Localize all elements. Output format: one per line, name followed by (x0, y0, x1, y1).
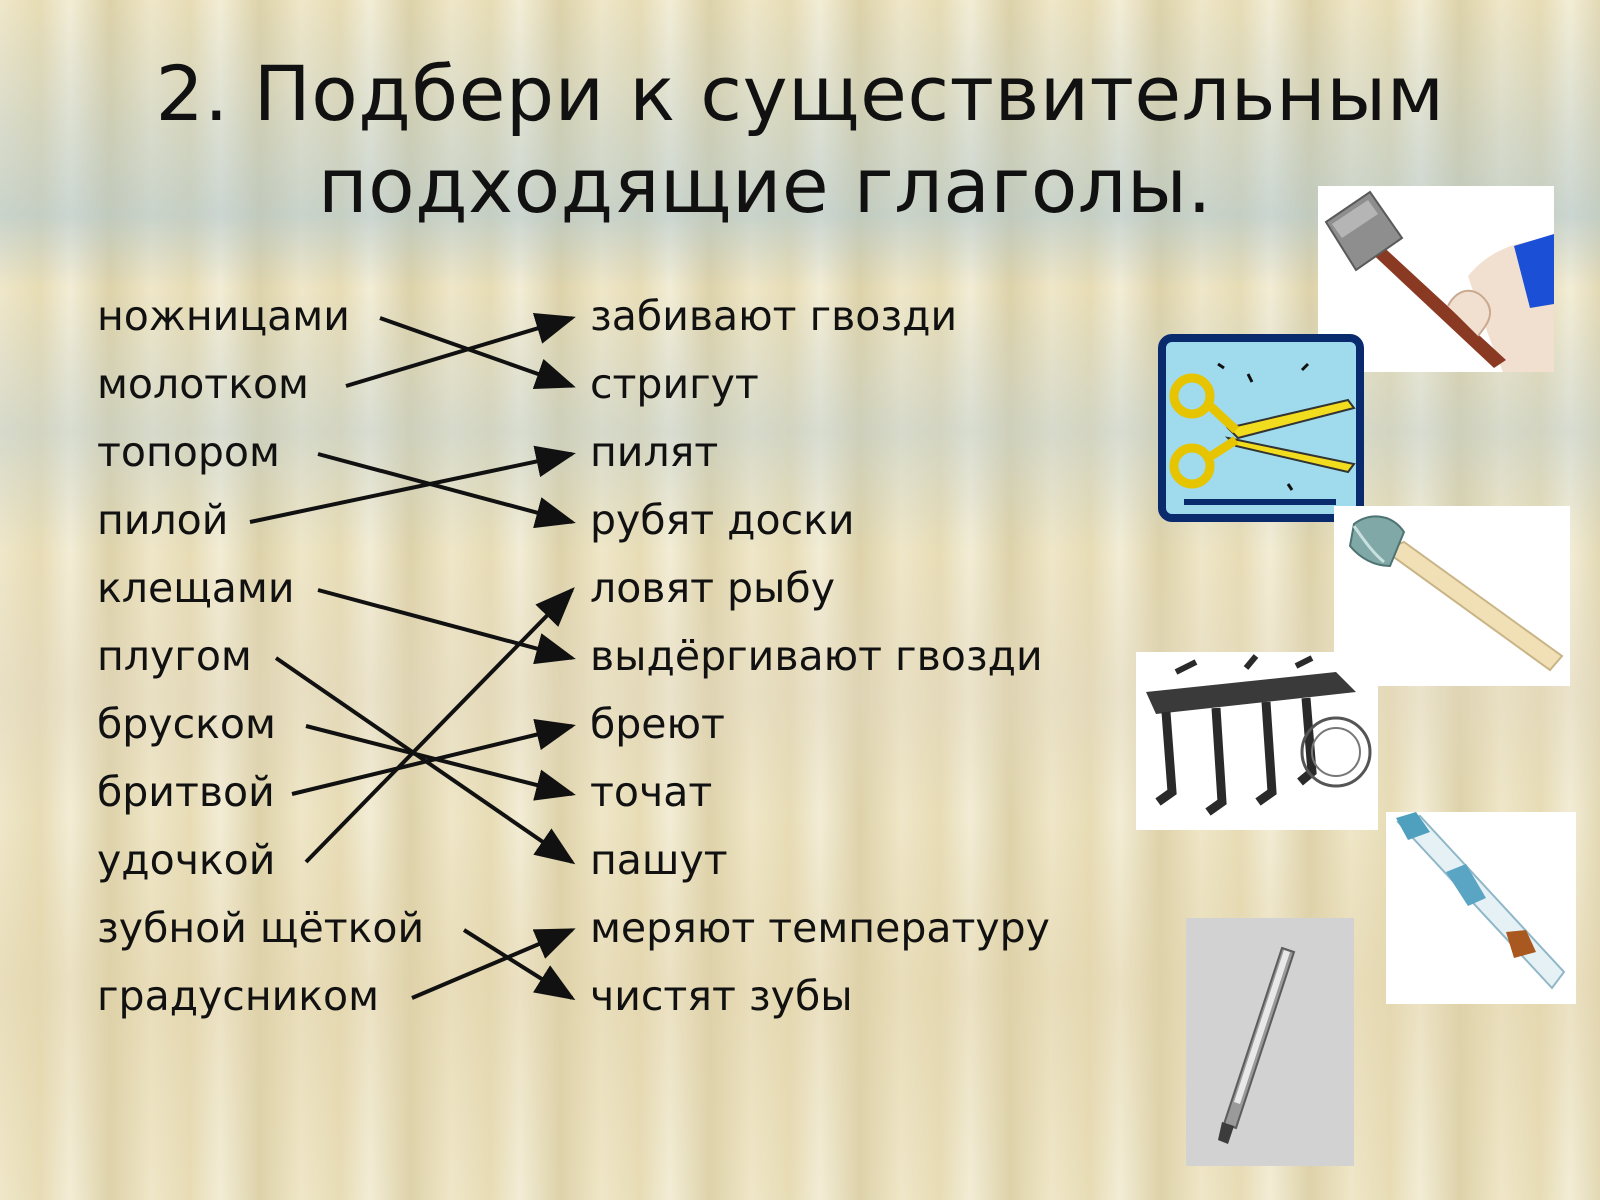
noun-item: бруском (97, 700, 276, 748)
noun-item: градусником (97, 972, 380, 1020)
match-arrow (317, 452, 576, 529)
verb-item: бреют (590, 700, 725, 748)
verb-item: пашут (590, 836, 728, 884)
noun-item: ножницами (97, 292, 350, 340)
match-arrow (317, 588, 576, 665)
match-arrow (305, 724, 576, 801)
plow-icon (1136, 652, 1378, 830)
verb-item: пилят (590, 428, 719, 476)
noun-item: молотком (97, 360, 309, 408)
match-arrow (345, 313, 576, 388)
match-arrow (291, 718, 576, 796)
noun-item: клещами (97, 564, 295, 612)
slide-title: 2. Подбери к существительным подходящие … (40, 48, 1560, 232)
scissors-icon (1158, 334, 1364, 522)
noun-item: топором (97, 428, 280, 476)
verb-item: рубят доски (590, 496, 855, 544)
verb-item: забивают гвозди (590, 292, 958, 340)
noun-item: бритвой (97, 768, 275, 816)
toothbrush-icon (1386, 812, 1576, 1004)
title-line-1: 2. Подбери к существительным (155, 49, 1445, 138)
match-arrow (249, 445, 576, 524)
thermometer-icon (1186, 918, 1354, 1166)
match-arrow (274, 656, 576, 865)
match-arrow (304, 587, 575, 864)
title-line-2: подходящие глаголы. (317, 141, 1213, 230)
verb-item: меряют температуру (590, 904, 1050, 952)
verb-item: точат (590, 768, 713, 816)
verb-item: выдёргивают гвозди (590, 632, 1043, 680)
noun-item: зубной щёткой (97, 904, 425, 952)
verb-item: чистят зубы (590, 972, 853, 1020)
match-arrow (462, 928, 576, 1001)
match-arrow (379, 316, 576, 390)
verb-item: ловят рыбу (590, 564, 835, 612)
noun-item: пилой (97, 496, 229, 544)
noun-item: удочкой (97, 836, 276, 884)
verb-item: стригут (590, 360, 759, 408)
match-arrow (411, 928, 576, 1000)
noun-item: плугом (97, 632, 252, 680)
